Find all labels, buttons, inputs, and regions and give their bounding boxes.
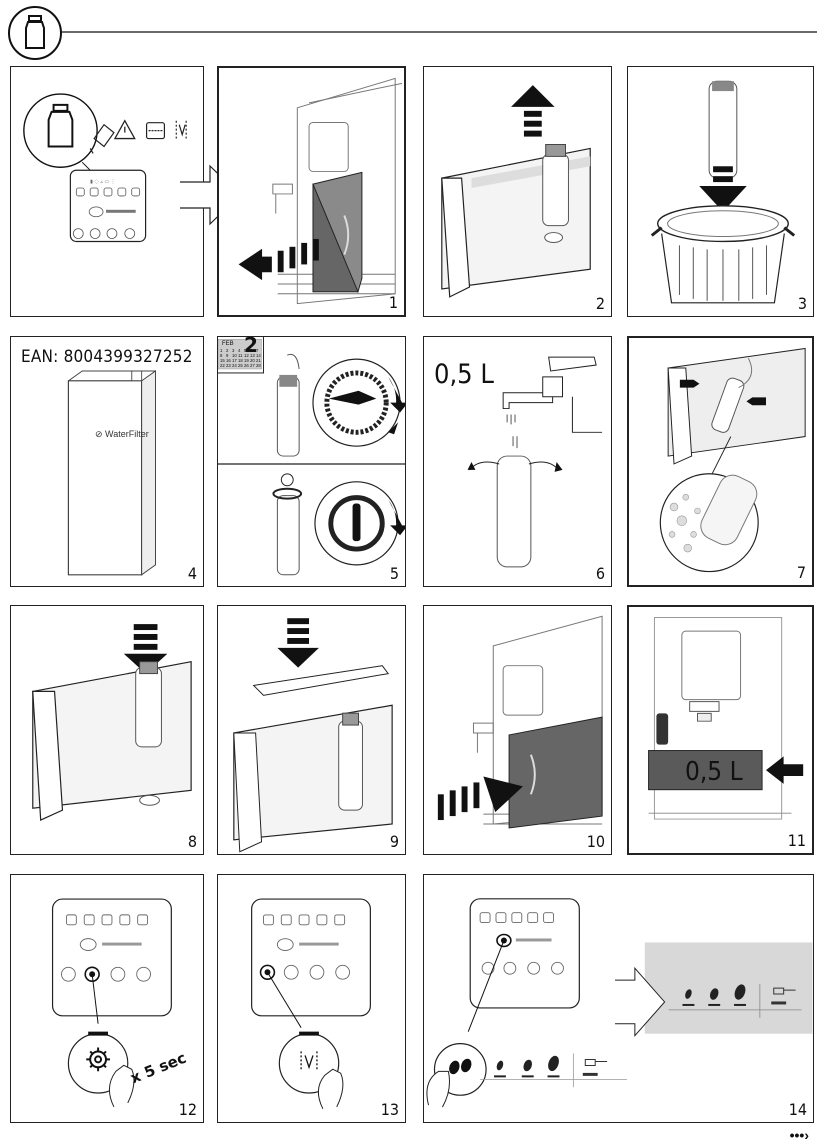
step-number: 4 [187,564,197,583]
step-number: 2 [595,294,605,313]
cartridge-icon [25,15,45,49]
step-number: 14 [788,1100,807,1119]
bean-icon [449,1058,472,1075]
cartridge-icon [23,93,98,168]
panel-intro: ▮ ◌ ▵ ▭ ⋮ [10,66,204,317]
panel-step-2: 2 [423,66,612,317]
step-number: 5 [389,564,399,583]
filter-icon [300,1051,318,1072]
step-number: 7 [796,563,806,582]
cartridge-icon-circle [8,6,62,60]
step-number: 6 [595,564,605,583]
arrow-left [766,756,804,784]
panel-step-4: EAN: 8004399327252 ⊘ WaterFilter 4 [10,336,204,587]
panel-step-3: 3 [627,66,814,317]
cup-icon [582,1059,608,1076]
panel-step-14: 14 [423,874,814,1123]
panel-step-13: 13 [217,874,406,1123]
panel-step-11: 0,5 L 11 [627,605,814,855]
arrow-up [511,85,555,137]
arrow-down [277,618,319,668]
ean-label: EAN: 8004399327252 [21,347,193,367]
box-brand: ⊘ WaterFilter [95,429,149,439]
step-number: 3 [797,294,807,313]
calendar-big-number: 2 [244,336,258,357]
svg-text:▮ ◌ ▵ ▭ ⋮: ▮ ◌ ▵ ▭ ⋮ [90,179,115,185]
step-number: 1 [388,293,398,312]
arrow-down [699,166,747,212]
panel-step-6: 0,5 L 6 [423,336,612,587]
calendar-icon [218,339,262,370]
panel-step-9: 9 [217,605,406,855]
continue-mark: •••› [789,1127,809,1143]
water-volume: 0,5 L [434,359,494,390]
step-number: 9 [389,832,399,851]
step-number: 8 [187,832,197,851]
calendar-month: FEB [222,341,234,347]
gear-icon [86,1047,110,1072]
panel-step-12: x 5 sec 12 [10,874,204,1123]
warning-icon [113,119,136,140]
panel-step-8: 8 [10,605,204,855]
panel-step-1: 1 [217,66,406,317]
water-volume: 0,5 L [685,757,743,787]
panel-step-7: 7 [627,336,814,587]
panel-step-10: 10 [423,605,612,855]
filter-icon [175,120,187,139]
step-number: 10 [586,832,605,851]
step-number: 11 [787,831,806,850]
step-number: 12 [178,1100,197,1119]
step-number: 13 [380,1100,399,1119]
tank-icon [145,122,165,140]
descale-icon [89,123,115,154]
header [8,6,817,60]
